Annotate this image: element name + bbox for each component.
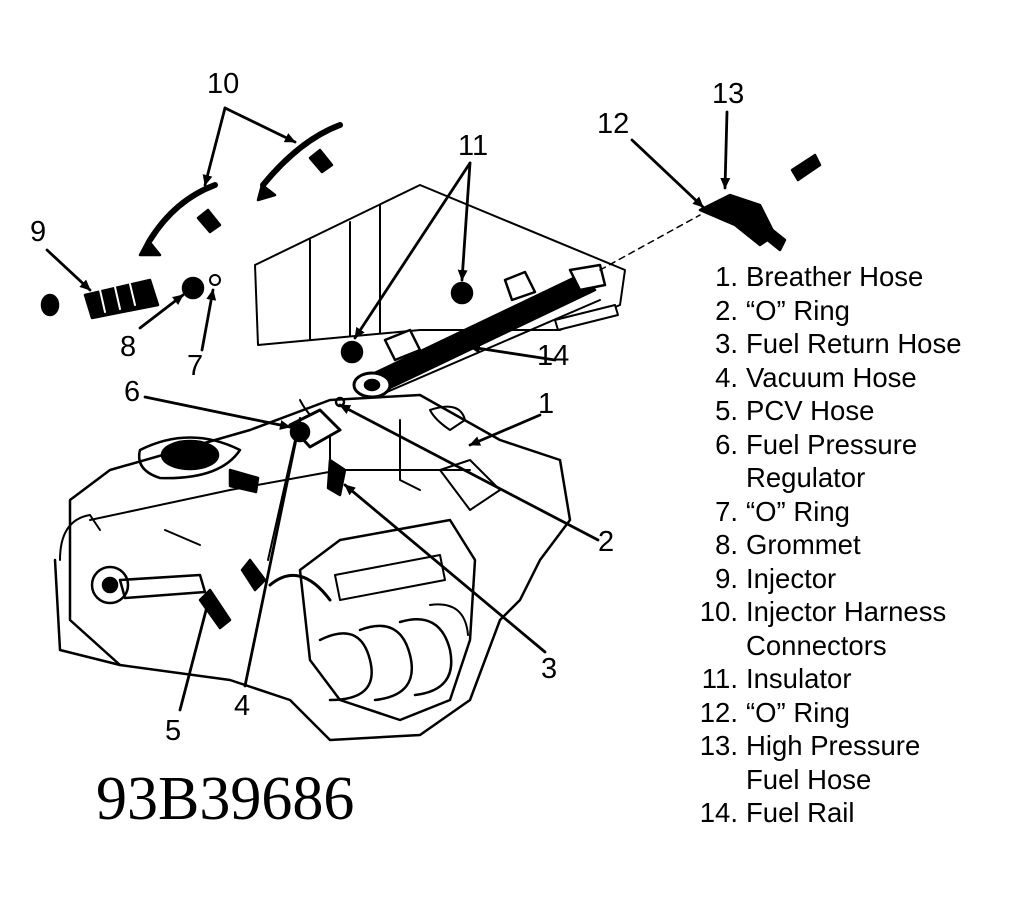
legend-item: 8. Grommet	[680, 528, 962, 562]
legend-item: 12.“O” Ring	[680, 696, 962, 730]
legend-item-label: “O” Ring	[746, 696, 850, 730]
legend-item-label-line: Connectors	[746, 629, 887, 661]
legend-item-number: 8.	[715, 529, 738, 560]
legend-item-number: 13.	[699, 730, 738, 761]
legend-item: 2.“O” Ring	[680, 294, 962, 328]
legend-item-number: 1.	[715, 261, 738, 292]
engine-block	[53, 393, 572, 742]
legend-item-number: 7.	[715, 495, 738, 527]
legend-item-number: 4.	[715, 361, 738, 393]
legend-item-label-line: High Pressure	[746, 730, 921, 761]
legend-item-label-line: Breather Hose	[746, 261, 924, 292]
legend-item-label: Injector	[746, 562, 836, 596]
legend-item-label: Fuel Rail	[746, 796, 855, 830]
legend-item-label-line: Fuel Pressure	[746, 428, 918, 460]
legend-item-number: 2.	[715, 294, 738, 326]
legend-item: 4.Vacuum Hose	[680, 361, 962, 395]
callout-1: 1	[538, 388, 555, 420]
legend-item-label-line: “O” Ring	[746, 294, 850, 326]
callout-14: 14	[537, 340, 570, 372]
callout-3: 3	[541, 653, 558, 685]
insulators	[340, 270, 537, 364]
legend-item: 5. PCV Hose	[680, 394, 962, 428]
injector-assembly	[40, 274, 221, 320]
legend-item-label: “O” Ring	[746, 495, 850, 529]
legend-item-label-line: “O” Ring	[746, 495, 850, 527]
legend-item-label: Insulator	[746, 662, 851, 696]
callout-7: 7	[187, 350, 204, 382]
legend-item-label: “O” Ring	[746, 294, 850, 328]
callout-8: 8	[120, 331, 137, 363]
legend-item-label: Breather Hose	[746, 260, 923, 294]
legend-item-label: Vacuum Hose	[746, 361, 917, 395]
leader-lines	[45, 106, 731, 712]
legend-item: 3. Fuel Return Hose	[680, 327, 962, 361]
callout-2: 2	[598, 526, 615, 558]
legend-item-label-line: Fuel Return Hose	[746, 328, 962, 359]
legend-item-label-line: PCV Hose	[746, 395, 875, 426]
legend-item-label: Grommet	[746, 528, 861, 562]
callout-13: 13	[712, 78, 745, 110]
legend-item-number: 10.	[699, 596, 738, 627]
callout-9: 9	[30, 216, 47, 248]
callout-11: 11	[458, 130, 489, 162]
legend-item-number: 11.	[701, 663, 738, 694]
callout-12: 12	[597, 108, 630, 140]
legend-item-label-line: Grommet	[746, 529, 861, 560]
legend-item-label-line: Regulator	[746, 462, 866, 493]
legend-item: 1. Breather Hose	[680, 260, 962, 294]
legend-item-number: 5.	[715, 395, 738, 426]
legend-item-label: Fuel Return Hose	[746, 327, 962, 361]
high-pressure-fuel-hose-assembly	[599, 153, 822, 271]
legend-item: 9.Injector	[680, 562, 962, 596]
legend-item-number: 14.	[699, 797, 738, 828]
legend-item-number: 9.	[715, 562, 738, 594]
legend-item-number: 3.	[715, 328, 738, 359]
injector-harness-connectors	[138, 122, 343, 257]
legend-item-label-line: Fuel Hose	[746, 763, 872, 795]
legend-item-number: 6.	[715, 428, 738, 460]
callout-10: 10	[207, 68, 240, 100]
legend-item-label-line: “O” Ring	[746, 696, 850, 728]
legend-item: 7.“O” Ring	[680, 495, 962, 529]
intake-manifold	[198, 399, 501, 722]
legend-item-label-line: Injector Harness	[746, 596, 947, 627]
callout-4: 4	[234, 690, 251, 722]
legend-item: 14. Fuel Rail	[680, 796, 962, 830]
legend-item-label-line: Vacuum Hose	[746, 361, 917, 393]
legend-item-label-line: Injector	[746, 562, 837, 594]
fuel-rail	[352, 263, 619, 399]
callout-5: 5	[165, 715, 182, 747]
legend-item-number: 12.	[699, 696, 738, 728]
legend-item-label-line: Fuel Rail	[746, 797, 855, 828]
legend-item-label: PCV Hose	[746, 394, 874, 428]
callout-6: 6	[124, 376, 141, 408]
figure-code: 93B39686	[96, 765, 355, 833]
legend-item: 11. Insulator	[680, 662, 962, 696]
legend-item-label-line: Insulator	[746, 663, 852, 694]
